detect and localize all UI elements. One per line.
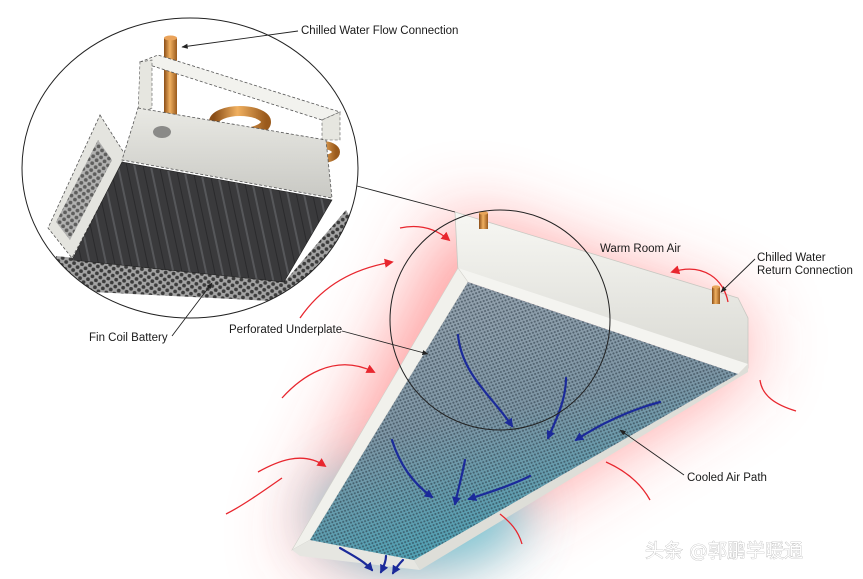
- label-flow-connection: Chilled Water Flow Connection: [301, 25, 458, 37]
- cooled-air-arrow: [379, 554, 389, 574]
- cooled-air-arrow: [390, 438, 434, 499]
- cooled-air-arrow: [546, 376, 568, 440]
- return-pipe-stub: [712, 285, 720, 304]
- cooled-air-arrow: [574, 400, 662, 442]
- inset-left-post: [137, 59, 153, 115]
- inset-flow-pipe: [164, 35, 177, 120]
- label-return-connection-line2: Return Connection: [757, 265, 853, 277]
- cooled-air-arrow: [452, 458, 467, 506]
- inset-right-post: [321, 111, 341, 141]
- warm-air-arrow: [759, 379, 797, 412]
- chilled-beam: [291, 211, 749, 570]
- cooled-air-arrow: [467, 474, 532, 501]
- warm-air-arrow: [605, 461, 651, 501]
- fin-coil-battery: [71, 161, 333, 283]
- warm-air-arrow: [225, 477, 283, 515]
- cooled-air-arrow: [456, 333, 514, 428]
- warm-air-arrows: [225, 225, 797, 545]
- label-warm-room-air: Warm Room Air: [600, 243, 681, 255]
- beam-bottom-rim: [292, 540, 420, 570]
- inset-left-end-openings: [56, 140, 112, 240]
- cooled-air-arrows: [338, 333, 662, 575]
- label-cooled-air-path: Cooled Air Path: [687, 472, 767, 484]
- inset-circle-outline: [21, 17, 359, 319]
- label-fin-coil-battery: Fin Coil Battery: [89, 332, 168, 344]
- inset-pipe-hole: [153, 126, 171, 138]
- warm-air-arrow: [399, 225, 451, 242]
- warm-air-arrow: [281, 364, 376, 399]
- watermark: 头条 @郭鹏学暖通: [645, 540, 803, 562]
- leader-return-connection: [720, 258, 756, 293]
- beam-end-face: [454, 211, 749, 369]
- detail-callout-circle: [389, 209, 611, 431]
- warm-air-arrow: [499, 513, 523, 545]
- beam-right-rim: [414, 364, 748, 570]
- leader-lines: [171, 30, 756, 476]
- detail-connector-line: [356, 185, 456, 213]
- label-perforated-underplate: Perforated Underplate: [229, 324, 342, 336]
- cooled-air-arrow: [391, 558, 405, 575]
- label-return-connection-line1: Chilled Water: [757, 252, 826, 264]
- warm-air-arrow: [257, 457, 327, 473]
- leader-fin-coil-battery: [171, 282, 213, 337]
- leader-perforated-underplate: [341, 330, 429, 355]
- flow-pipe-stub: [479, 211, 488, 229]
- leader-flow-connection: [181, 30, 299, 49]
- beam-top-rim: [458, 268, 748, 374]
- warm-air-arrow: [670, 265, 729, 303]
- perforated-underplate-holes: [310, 282, 738, 560]
- cooled-air-arrow: [338, 546, 374, 572]
- label-return-connection: Chilled Water Return Connection: [757, 252, 853, 277]
- inset-front-panel: [121, 107, 333, 199]
- detail-inset: [21, 17, 359, 319]
- inset-bottom-perforated-plate: [52, 210, 352, 302]
- leader-cooled-air-path: [619, 429, 685, 476]
- warm-air-arrow: [299, 258, 394, 319]
